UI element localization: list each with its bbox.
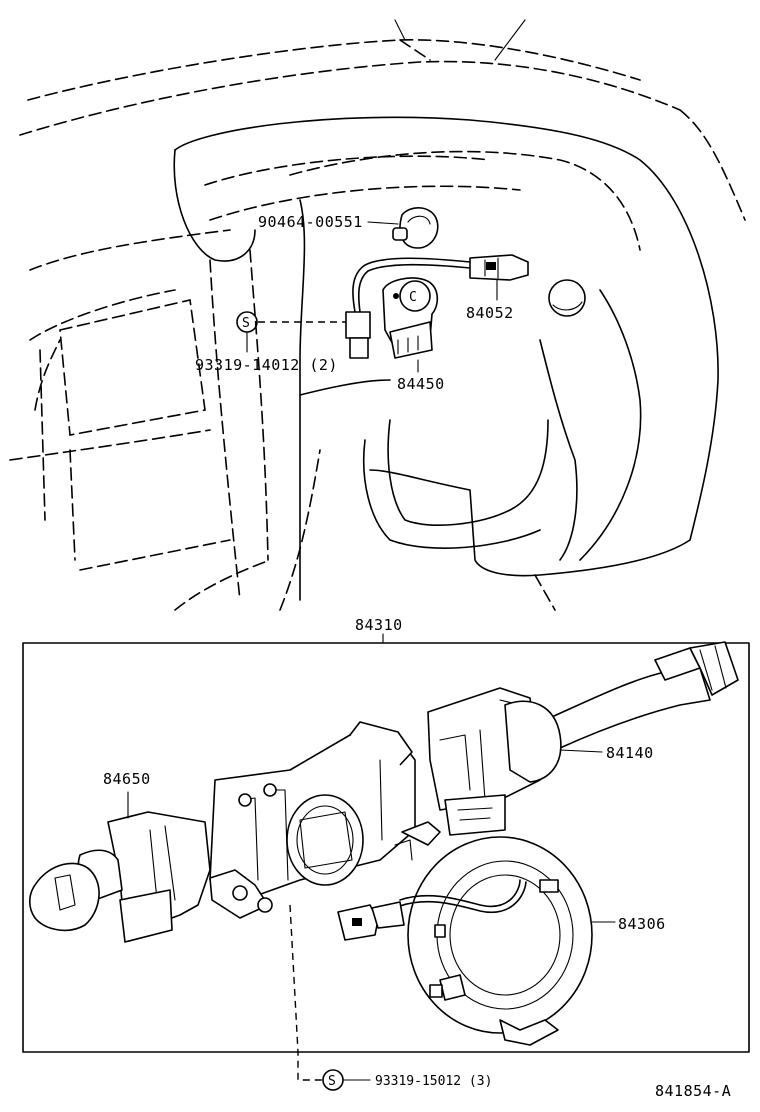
svg-text:S: S <box>242 316 250 331</box>
figure-id: 841854-A <box>655 1082 731 1100</box>
switch-84450: C <box>345 277 439 359</box>
dashboard-outline <box>9 19 746 611</box>
switch-body <box>209 721 441 919</box>
label-84140: 84140 <box>606 744 654 762</box>
leader-screw-lower-dash <box>289 904 322 1081</box>
assembly-frame <box>22 642 750 1053</box>
steering-column-outline <box>173 116 719 601</box>
screw-symbol-upper: S <box>236 311 258 333</box>
lever-84650 <box>28 811 211 943</box>
svg-text:S: S <box>328 1074 336 1089</box>
label-screw-upper: 93319-14012 (2) <box>195 356 338 374</box>
screw-symbol-lower: S <box>322 1069 344 1091</box>
label-clamp: 90464-00551 <box>258 213 363 231</box>
svg-text:C: C <box>409 290 417 305</box>
wire-harness-upper <box>352 254 529 313</box>
label-84650: 84650 <box>103 770 151 788</box>
label-84450: 84450 <box>397 375 445 393</box>
leader-clamp <box>367 221 399 225</box>
label-assembly: 84310 <box>355 616 403 634</box>
leader-84140 <box>559 749 603 753</box>
label-84306: 84306 <box>618 915 666 933</box>
label-84052: 84052 <box>466 304 514 322</box>
label-screw-lower: 93319-15012 (3) <box>375 1074 492 1089</box>
lever-84140 <box>427 641 739 836</box>
spiral-cable-84306 <box>337 836 593 1046</box>
clamp-part <box>392 207 439 249</box>
